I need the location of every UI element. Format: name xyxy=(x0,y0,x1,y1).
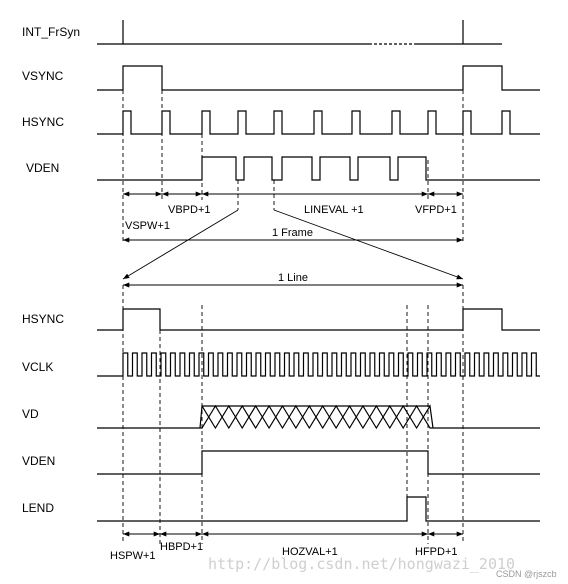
line-timing-section: 1 Line HSYNC VCLK VD VDEN LEND xyxy=(22,272,540,562)
hsync-label-top: HSYNC xyxy=(22,115,64,129)
frame-timing-section: INT_FrSyn VSYNC HSYNC VDEN xyxy=(22,20,540,280)
vd-trace xyxy=(199,404,433,430)
hsync-waveform-top xyxy=(97,110,540,135)
watermark-url: http://blog.csdn.net/hongwazi_2010 xyxy=(208,555,515,573)
vspw-label: VSPW+1 xyxy=(125,220,170,232)
vd-label: VD xyxy=(22,407,39,421)
line-boundary-guides xyxy=(122,285,464,544)
hsync-waveform-bottom xyxy=(97,308,540,331)
vfpd-label: VFPD+1 xyxy=(415,204,457,216)
vd-waveform xyxy=(97,404,540,430)
lend-label: LEND xyxy=(22,501,54,515)
frame-period-arrows xyxy=(123,191,463,243)
vclk-label: VCLK xyxy=(22,360,53,374)
hsync-label-bottom: HSYNC xyxy=(22,312,64,326)
int-frsyn-label: INT_FrSyn xyxy=(22,25,80,39)
frame-boundary-guides xyxy=(122,90,464,244)
vbpd-label: VBPD+1 xyxy=(168,204,211,216)
lend-waveform xyxy=(97,496,540,522)
hozval-label: HOZVAL+1 xyxy=(282,546,338,558)
vsync-waveform xyxy=(97,65,540,91)
zoom-lines xyxy=(122,209,464,280)
vsync-label: VSYNC xyxy=(22,69,64,83)
hfpd-label: HFPD+1 xyxy=(415,546,458,558)
frame-label: 1 Frame xyxy=(272,227,313,239)
vden-label-top: VDEN xyxy=(26,161,59,175)
lineval-label: LINEVAL +1 xyxy=(304,204,364,216)
hspw-label: HSPW+1 xyxy=(110,550,156,562)
watermark-credit: CSDN @rjszcb xyxy=(496,569,557,579)
int-frsyn-waveform xyxy=(97,20,502,45)
vden-label-bottom: VDEN xyxy=(22,454,55,468)
vclk-waveform xyxy=(97,352,540,377)
vden-waveform-top xyxy=(97,156,540,181)
hbpd-label: HBPD+1 xyxy=(160,541,203,553)
line-label: 1 Line xyxy=(278,272,308,284)
vden-waveform-bottom xyxy=(97,450,540,475)
